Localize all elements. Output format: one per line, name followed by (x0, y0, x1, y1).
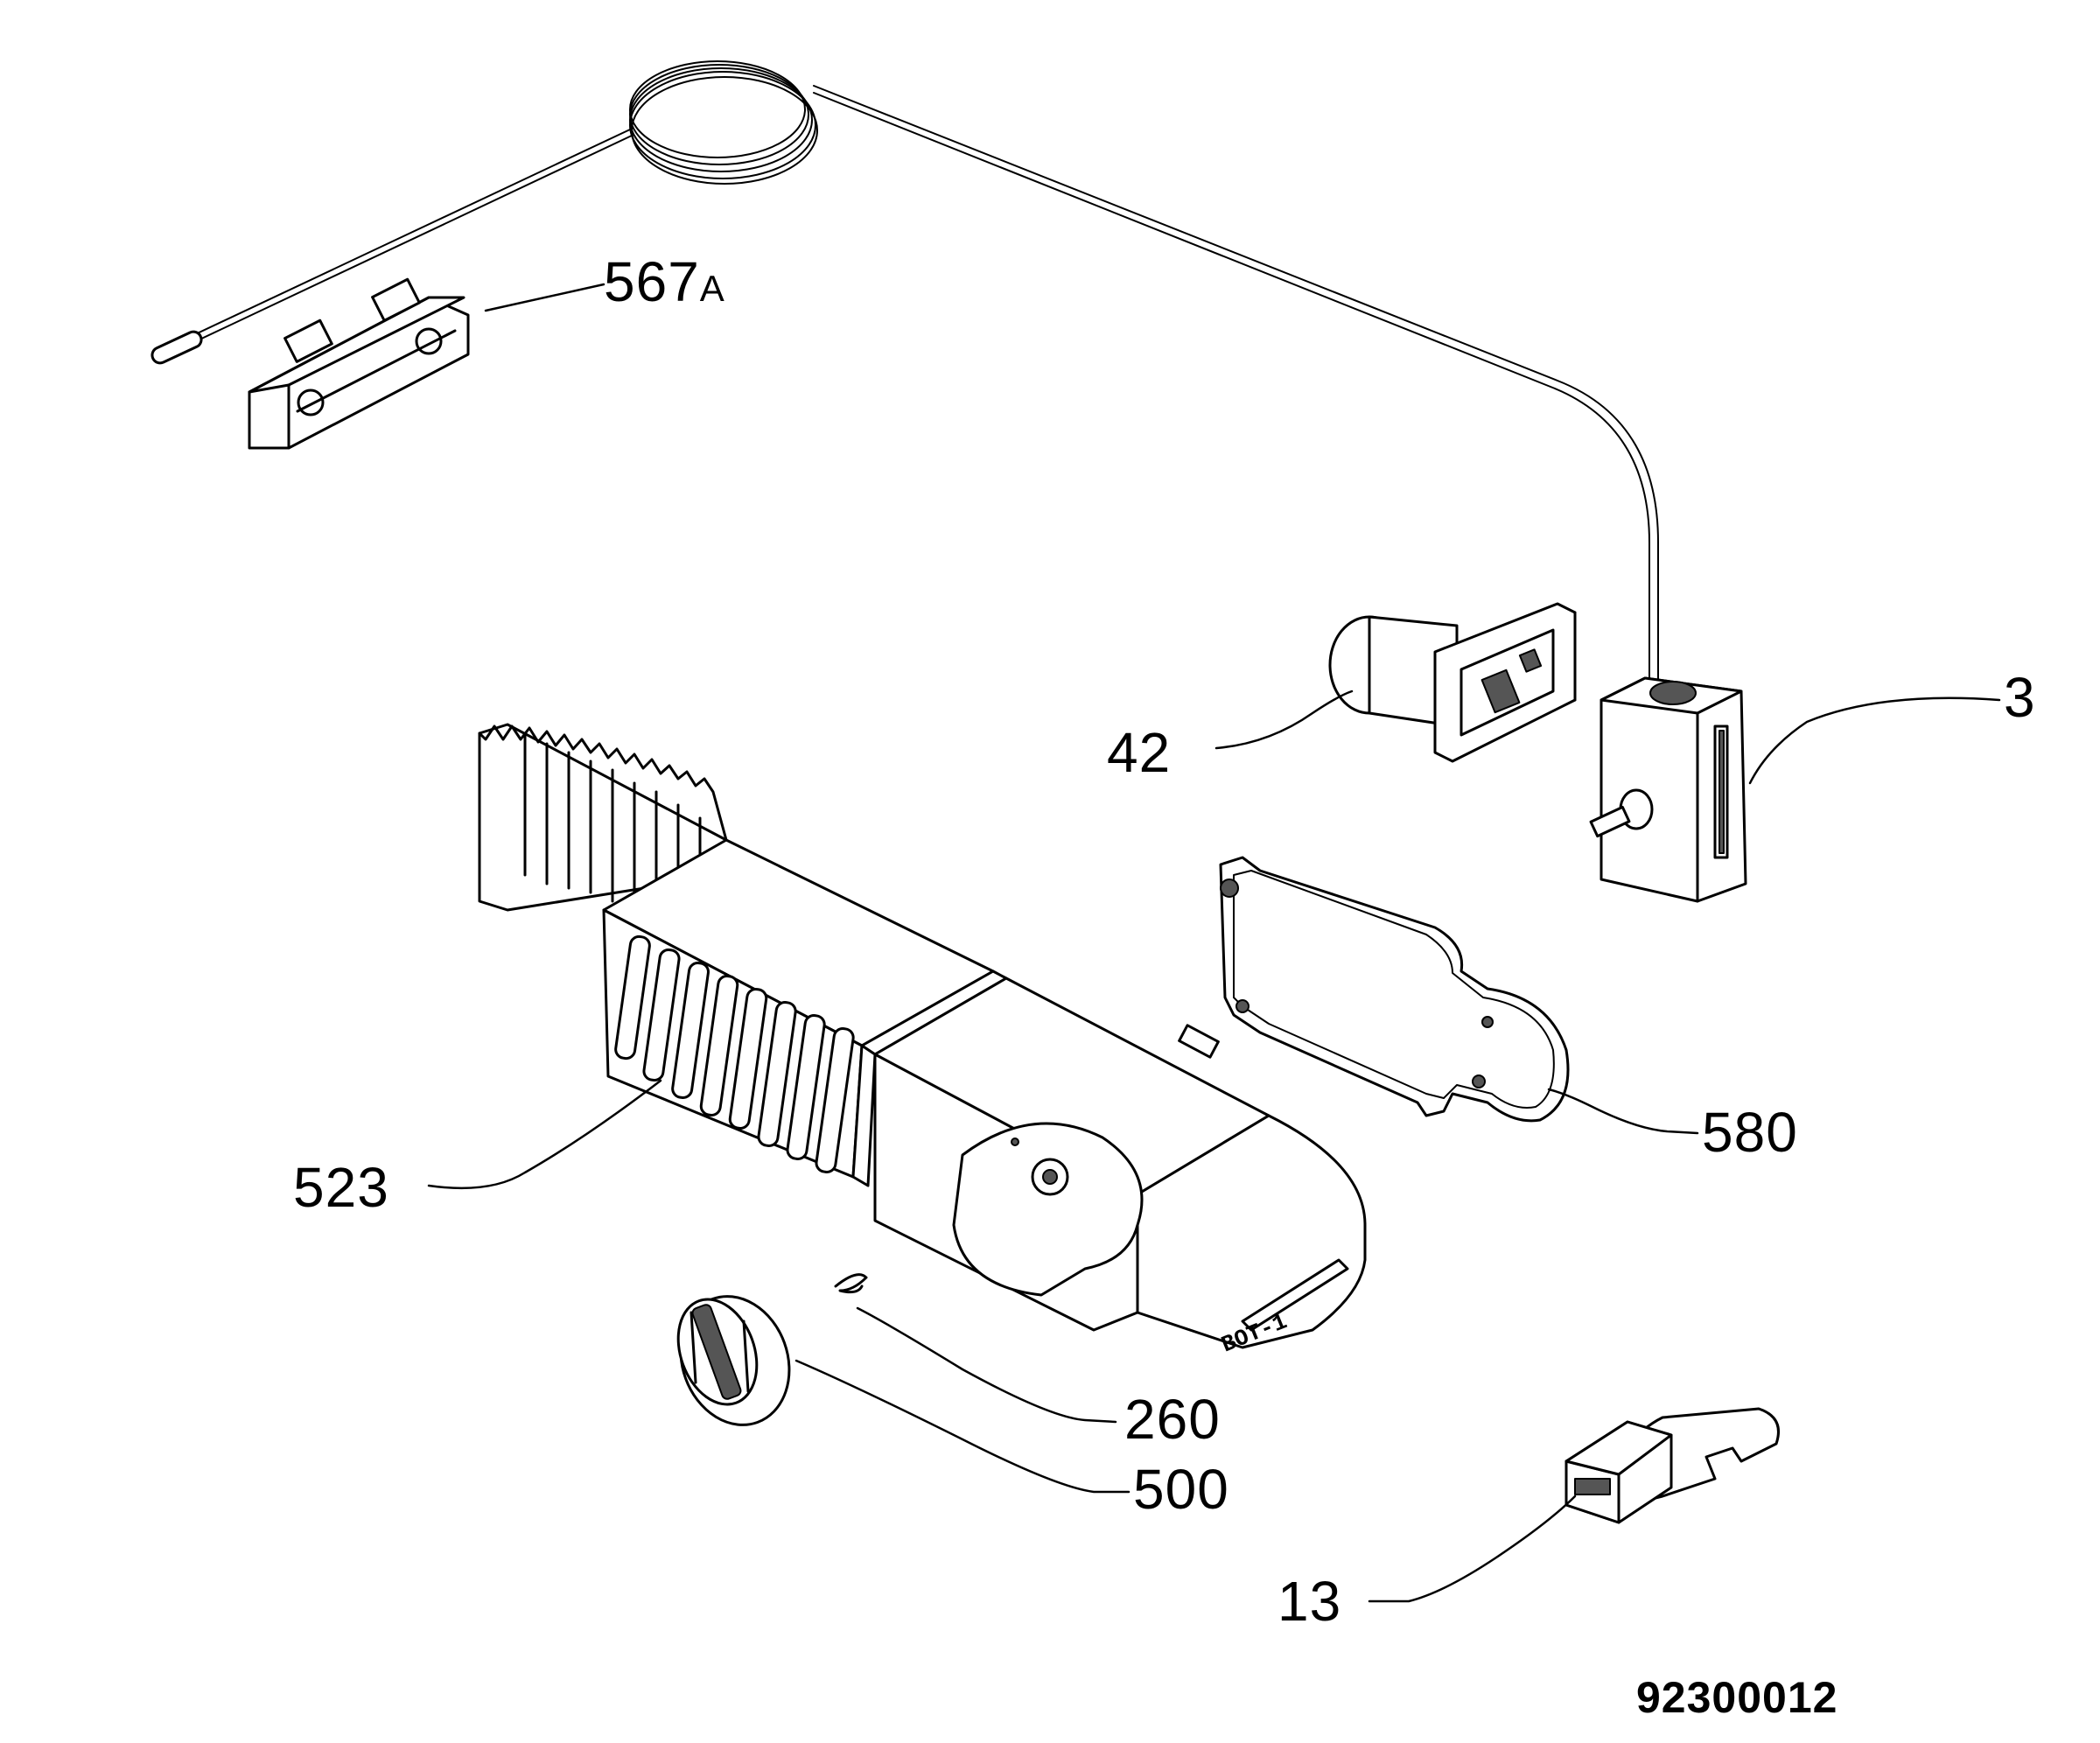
capillary-coil-loop (629, 71, 816, 179)
cover-tab (1472, 1074, 1486, 1088)
callout-13: 13 (1278, 1570, 1342, 1633)
switch-button (1574, 1478, 1611, 1495)
capillary-to-thermostat (813, 85, 1659, 692)
knob-rib (690, 1311, 697, 1384)
part-580-cover (1219, 856, 1570, 1123)
sensor-bulb (150, 330, 203, 365)
leader-lines (427, 283, 2001, 1603)
leader-580 (1547, 1088, 1699, 1135)
thermostat-port (1649, 681, 1697, 705)
vent-slot (757, 1001, 797, 1147)
part-523-housing (478, 723, 1367, 1349)
housing-knob-hole-center (1042, 1169, 1058, 1185)
leader-42 (1214, 690, 1354, 750)
leader-500 (794, 1359, 1130, 1494)
rear-fin-serrations (478, 724, 728, 842)
housing-vent-slots (614, 934, 855, 1173)
callout-580: 580 (1702, 1101, 1798, 1164)
vent-slot (642, 948, 681, 1082)
part-42-lamp-holder (1328, 602, 1577, 763)
capillary-to-thermostat (813, 92, 1650, 692)
holder-contact (1518, 648, 1543, 673)
clip-tab (371, 277, 421, 322)
vent-slot (699, 975, 739, 1116)
clip-body (248, 296, 470, 450)
callout-567a: 567A (604, 254, 725, 310)
callout-260: 260 (1124, 1388, 1221, 1451)
vent-slot (671, 962, 710, 1099)
thermostat-slot-inner (1718, 730, 1725, 854)
vent-slot (815, 1027, 855, 1173)
leader-523 (427, 1079, 662, 1190)
callout-523: 523 (293, 1156, 389, 1219)
capillary-coil-loop (629, 64, 809, 165)
part-260-spring (834, 1273, 868, 1294)
capillary-to-bulb (165, 134, 634, 356)
clip-tab (284, 318, 333, 363)
clip-screw (297, 388, 325, 416)
leader-3 (1748, 696, 2001, 785)
vent-slot (786, 1014, 826, 1160)
leader-260 (856, 1306, 1117, 1424)
housing-knob-index (1011, 1138, 1019, 1146)
cover-tab (1236, 999, 1250, 1013)
thermostat-shaft (1589, 805, 1631, 838)
capillary-to-bulb (161, 129, 631, 351)
part-3-thermostat (1589, 676, 1747, 903)
capillary-coil-loop (629, 60, 806, 158)
vent-slot (614, 934, 651, 1060)
capillary-tube (150, 60, 1659, 692)
capillary-coil-loop (631, 76, 818, 185)
part-13-switch (1564, 1407, 1780, 1524)
callout-567a-number: 567 (604, 250, 700, 313)
callout-567a-suffix: A (699, 268, 725, 309)
knob-rib (742, 1320, 750, 1393)
cover-tab (1220, 878, 1239, 898)
switch-top (1564, 1420, 1673, 1476)
housing-band-side (851, 1044, 877, 1187)
leader-13 (1368, 1494, 1577, 1603)
housing-top-tab (1178, 1024, 1220, 1059)
cover-inner-line (1233, 870, 1555, 1109)
spring-clip (834, 1273, 868, 1294)
clip-top (248, 296, 466, 394)
cover-outline (1219, 856, 1570, 1123)
document-number: 92300012 (1636, 1673, 1838, 1722)
callout-42: 42 (1107, 721, 1172, 784)
capillary-coil-loop (629, 67, 813, 172)
cover-tab (1481, 1016, 1494, 1028)
part-567a-clip (248, 277, 470, 450)
callout-500: 500 (1133, 1458, 1229, 1521)
leader-567a (484, 283, 606, 312)
part-500-knob (676, 1295, 791, 1426)
knob-grip (691, 1304, 742, 1400)
clip-groove (296, 329, 457, 413)
housing-knob-boss (952, 1122, 1144, 1297)
vent-slot (728, 988, 768, 1130)
housing-lamp-window (1241, 1258, 1349, 1332)
holder-contact (1480, 668, 1521, 714)
callout-3: 3 (2004, 666, 2036, 729)
rear-fins (523, 733, 702, 903)
